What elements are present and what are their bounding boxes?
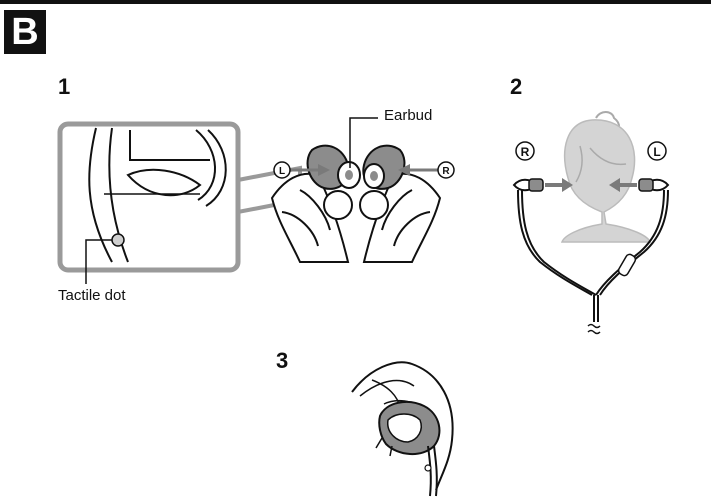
step-3-insertion-illustration	[0, 0, 711, 498]
